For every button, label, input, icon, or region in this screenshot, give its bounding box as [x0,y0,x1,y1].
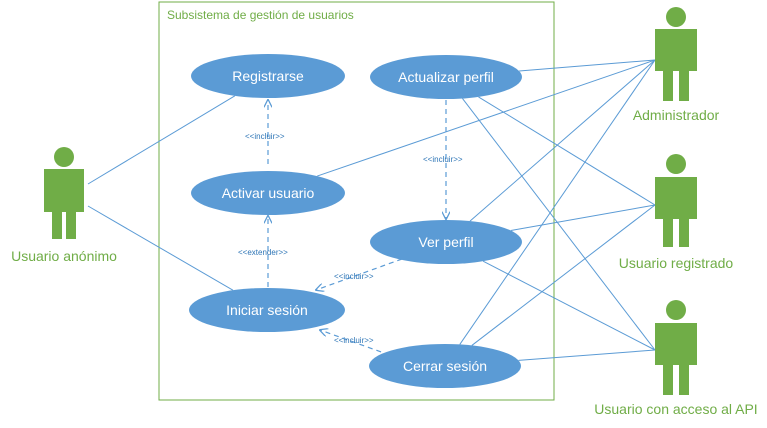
association-administrador-actualizar_perfil [519,59,656,72]
usecase-ver-perfil-label: Ver perfil [418,234,473,250]
person-icon [44,147,84,239]
association-anonimo-registrarse [87,95,236,185]
usecase-cerrar-sesion-label: Cerrar sesión [403,358,487,374]
person-icon [655,300,697,395]
usecase-actualizar-perfil-label: Actualizar perfil [398,69,494,85]
association-administrador-cerrar_sesion [459,59,656,345]
system-boundary [158,1,555,401]
usecase-registrarse[interactable]: Registrarse [191,54,345,98]
association-api-ver_perfil [482,260,656,351]
usecase-actualizar-perfil[interactable]: Actualizar perfil [370,55,522,99]
actor-usuario-anonimo[interactable]: Usuario anónimo [11,147,117,264]
usecase-ver-perfil[interactable]: Ver perfil [370,220,522,264]
label-incluir-2: <<incluir>> [423,155,463,164]
person-icon [655,154,697,247]
label-incluir-3: <<incluir>> [334,272,374,281]
actor-administrador-label: Administrador [633,107,720,123]
association-administrador-ver_perfil [469,59,656,222]
usecase-registrarse-label: Registrarse [232,68,304,84]
label-incluir-1: <<incluir>> [245,132,285,141]
association-api-actualizar_perfil [462,98,656,351]
actors: Usuario anónimo Administrador Usuario re… [11,7,758,417]
actor-administrador[interactable]: Administrador [633,7,720,123]
association-registrado-actualizar_perfil [478,96,656,206]
actor-usuario-registrado[interactable]: Usuario registrado [619,154,734,271]
actor-usuario-api-label: Usuario con acceso al API [594,401,757,417]
usecase-iniciar-sesion-label: Iniciar sesión [226,302,308,318]
usecase-activar-usuario-label: Activar usuario [222,185,315,201]
use-cases: Registrarse Actualizar perfil Activar us… [189,54,522,388]
system-title: Subsistema de gestión de usuarios [167,8,354,22]
association-api-cerrar_sesion [518,349,656,361]
label-extender: <<extender>> [238,248,288,257]
stereotype-labels: <<incluir>> <<incluir>> <<extender>> <<i… [238,132,463,345]
association-registrado-cerrar_sesion [471,204,656,346]
dep-ver-iniciar [316,258,403,290]
association-lines [87,59,656,361]
actor-usuario-api[interactable]: Usuario con acceso al API [594,300,758,417]
association-administrador-activar_usuario [317,59,656,177]
label-incluir-4: <<incluir>> [334,336,374,345]
actor-usuario-anonimo-label: Usuario anónimo [11,248,117,264]
usecase-cerrar-sesion[interactable]: Cerrar sesión [369,344,521,388]
actor-usuario-registrado-label: Usuario registrado [619,255,734,271]
association-registrado-ver_perfil [510,204,656,232]
usecase-iniciar-sesion[interactable]: Iniciar sesión [189,288,345,332]
association-anonimo-iniciar_sesion [87,205,234,291]
usecase-activar-usuario[interactable]: Activar usuario [191,171,345,215]
person-icon [655,7,697,101]
